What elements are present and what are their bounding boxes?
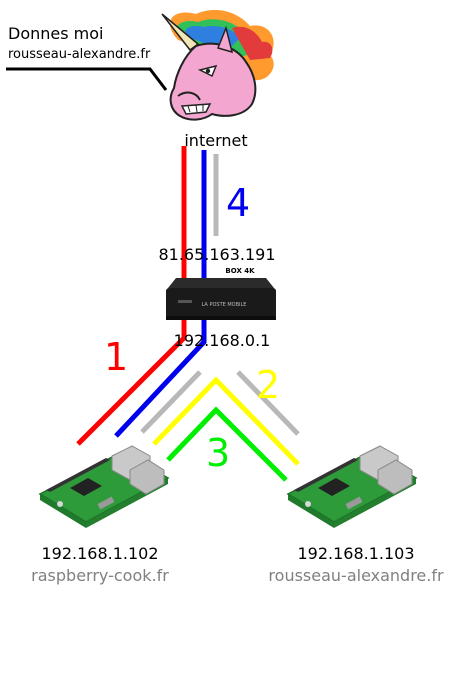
public-ip-label: 81.65.163.191 bbox=[158, 245, 275, 264]
step-3-label: 3 bbox=[206, 431, 230, 475]
callout-line bbox=[6, 67, 168, 91]
flow-step-1 bbox=[76, 146, 187, 446]
box-model-badge: BOX 4K bbox=[225, 267, 255, 275]
unicorn-icon bbox=[161, 10, 274, 121]
internet-label: internet bbox=[184, 131, 247, 150]
left-pi-ip: 192.168.1.102 bbox=[41, 544, 158, 563]
raspberry-pi-right-icon bbox=[286, 445, 418, 528]
flow-step-3 bbox=[166, 406, 288, 482]
router-box: LA POSTE MOBILE BOX 4K bbox=[166, 267, 276, 320]
flow-step-2 bbox=[152, 376, 300, 466]
box-brand-text: LA POSTE MOBILE bbox=[202, 302, 247, 308]
flow-step-4 bbox=[114, 150, 207, 438]
local-ip-label: 192.168.0.1 bbox=[174, 331, 271, 350]
step-4-label: 4 bbox=[226, 181, 250, 225]
step-2-label: 2 bbox=[256, 363, 280, 407]
step-1-label: 1 bbox=[104, 335, 128, 379]
right-pi-ip: 192.168.1.103 bbox=[297, 544, 414, 563]
right-pi-domain: rousseau-alexandre.fr bbox=[268, 566, 444, 585]
request-line-2: rousseau-alexandre.fr bbox=[8, 47, 151, 62]
left-pi-domain: raspberry-cook.fr bbox=[31, 566, 169, 585]
request-line-1: Donnes moi bbox=[8, 24, 103, 43]
return-path bbox=[140, 154, 300, 436]
raspberry-pi-left-icon bbox=[38, 445, 170, 528]
